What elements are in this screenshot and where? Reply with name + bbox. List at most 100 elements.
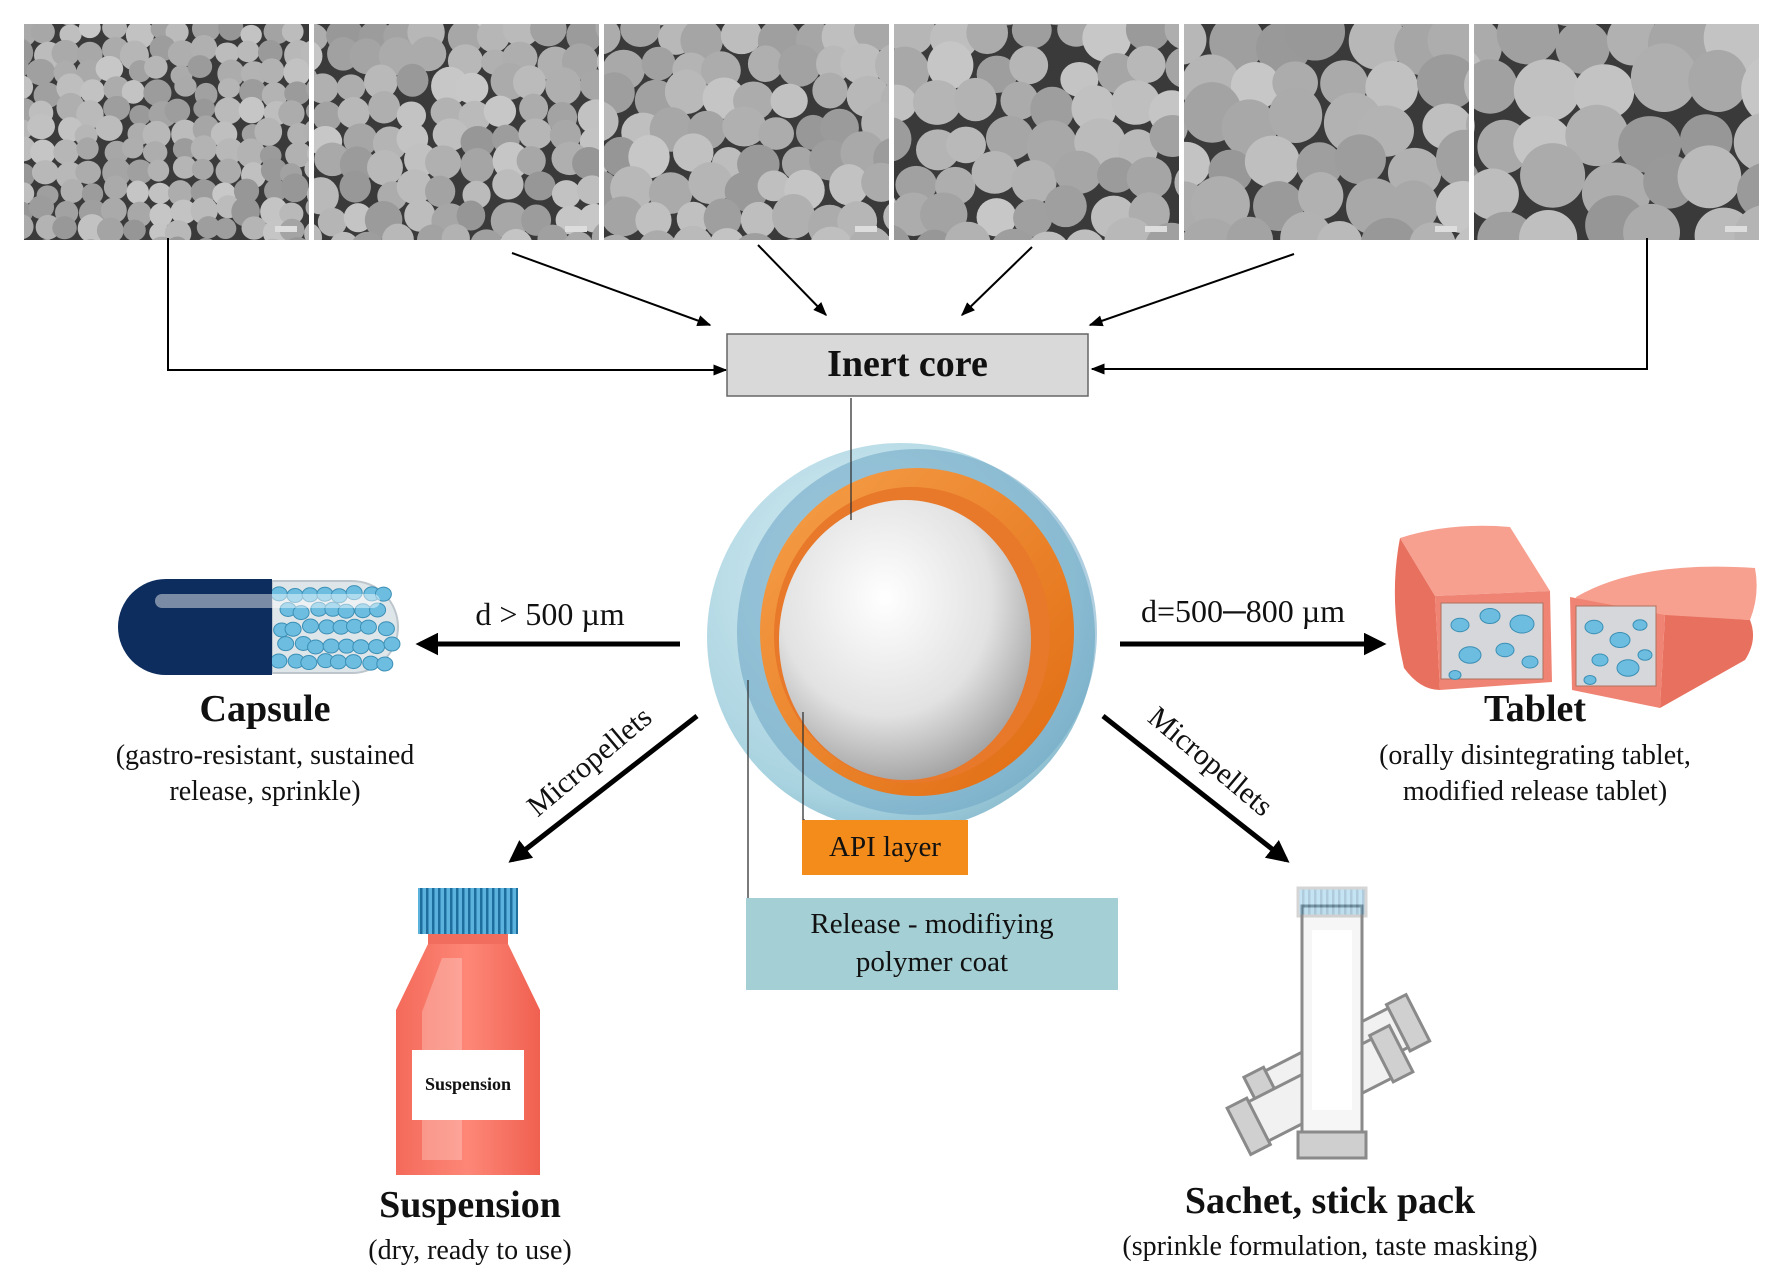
particle (254, 117, 283, 147)
particle (215, 158, 242, 184)
particle (740, 201, 776, 239)
particle (425, 145, 462, 180)
micrograph-5 (1154, 0, 1469, 240)
scale-bar (275, 226, 297, 232)
particle (386, 0, 420, 17)
particle (410, 36, 447, 72)
release-coat-box: Release - modifiying polymer coat (746, 898, 1118, 990)
particle (455, 72, 489, 104)
capsule-title: Capsule (199, 688, 331, 730)
tablet-bead (1479, 608, 1501, 624)
particle (1474, 119, 1475, 133)
arrow-to-sachet (1101, 714, 1290, 863)
particle (884, 235, 889, 240)
particle (382, 223, 414, 240)
particle (1126, 45, 1166, 84)
particle (1397, 24, 1426, 28)
particle (404, 199, 436, 232)
particle (15, 240, 36, 262)
tablet-bead (1583, 675, 1597, 685)
particle (458, 100, 491, 133)
particle (1741, 58, 1759, 121)
particle (30, 139, 56, 165)
particle (853, 0, 888, 18)
particle (894, 46, 930, 97)
micrograph-3 (604, 0, 915, 240)
bottle-neck (428, 934, 508, 944)
particle (172, 138, 197, 161)
micrograph-strip (15, 0, 1759, 269)
particle (1125, 24, 1171, 52)
particle (190, 34, 218, 62)
particle (95, 55, 124, 82)
particle (1184, 218, 1241, 240)
particle (483, 95, 517, 127)
particle (1000, 24, 1015, 26)
particle (142, 120, 171, 149)
particle (167, 180, 193, 206)
particle (597, 0, 632, 26)
particle (364, 64, 398, 100)
tablet-desc-line2: modified release tablet) (1402, 776, 1668, 807)
particle (672, 133, 714, 172)
particle (121, 137, 144, 159)
tablet-left-top (1400, 525, 1550, 596)
particle (314, 224, 323, 240)
particle (492, 169, 524, 200)
particle (288, 237, 307, 240)
particle (240, 24, 262, 45)
pellet-core (779, 500, 1031, 780)
api-layer-box: API layer (802, 820, 968, 875)
particle (758, 117, 794, 150)
particle (519, 93, 549, 123)
particle (1154, 0, 1200, 21)
particle (1298, 172, 1344, 220)
particle (27, 113, 55, 140)
particle (1573, 64, 1635, 120)
particle (190, 179, 218, 204)
particle (165, 24, 189, 44)
particle (24, 75, 34, 99)
particle (148, 182, 172, 204)
particle (1030, 86, 1075, 132)
particle (1165, 47, 1179, 88)
particle (1623, 203, 1681, 240)
particle (317, 207, 347, 237)
bottle-label-bg (412, 1050, 524, 1120)
micrograph-6 (1474, 24, 1759, 240)
particle (76, 100, 104, 129)
particle (24, 59, 30, 77)
particle (144, 55, 168, 79)
tablet-bead (1632, 619, 1648, 631)
arrow-right-elbow (1090, 238, 1648, 375)
particle (912, 80, 962, 125)
particle (339, 170, 371, 203)
capsule-bead (377, 621, 395, 637)
particle (172, 155, 197, 179)
tablet-bead (1584, 619, 1604, 635)
micrograph-4 (894, 24, 1179, 240)
particle (876, 0, 915, 24)
particle (216, 0, 239, 21)
particle (259, 58, 285, 84)
particle (770, 83, 808, 119)
particle (289, 24, 299, 25)
particle (1630, 43, 1698, 113)
particle (1268, 87, 1323, 144)
capsule-bead (270, 653, 288, 669)
particle (471, 229, 502, 240)
micrograph-to-core-arrows (167, 238, 1648, 376)
particle (894, 84, 917, 122)
particle (167, 40, 197, 67)
particle (1259, 0, 1308, 15)
particle (314, 101, 342, 132)
particle (218, 241, 246, 269)
particle (652, 24, 667, 26)
particle (352, 231, 383, 240)
capsule-beads (270, 585, 401, 672)
particle (134, 239, 139, 240)
particle (606, 0, 640, 13)
arrow-left-elbow (167, 238, 728, 376)
particle (492, 141, 529, 180)
